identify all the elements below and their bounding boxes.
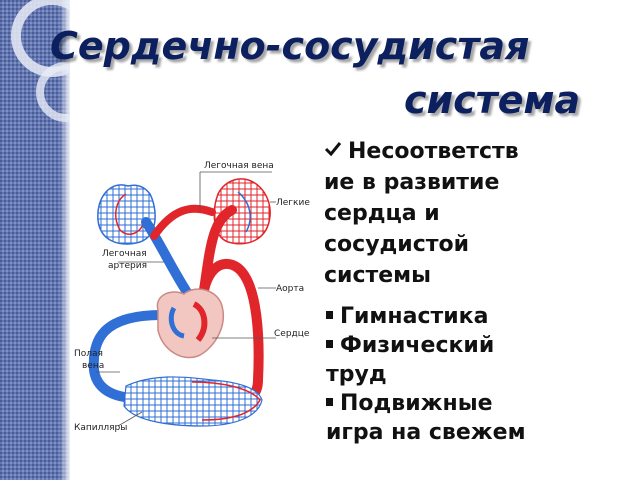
list-item: Физический — [326, 331, 626, 360]
bullet-list-activities: Гимнастика Физический труд Подвижные игр… — [326, 302, 626, 447]
label-pulmonary-artery-2: артерия — [108, 261, 147, 271]
pulmonary-vein-left — [150, 204, 216, 240]
decorative-side-band — [0, 0, 70, 480]
left-lung — [97, 184, 156, 245]
label-lungs: Легкие — [276, 198, 310, 208]
label-vena-cava-1: Полая — [74, 349, 103, 359]
label-vena-cava-2: вена — [82, 361, 104, 371]
text-line-1: Несоответств — [348, 139, 519, 164]
list-item: Гимнастика — [326, 302, 626, 331]
page-title-line-2: система — [404, 78, 581, 122]
circulatory-system-diagram: Легочная вена Легкие Легочная артерия Ао… — [74, 161, 310, 433]
capillary-bed-lower — [123, 376, 263, 427]
list-item-continuation: труд — [326, 362, 387, 387]
capillary-bed-lower-red — [191, 381, 261, 421]
right-lung — [213, 178, 271, 245]
side-band-pattern — [0, 0, 70, 480]
text-line-3: сердца и — [324, 201, 440, 226]
label-pulmonary-artery-1: Легочная — [102, 249, 147, 259]
pulmonary-artery — [141, 217, 197, 305]
decor-ring-small — [36, 62, 70, 122]
heart — [156, 288, 224, 359]
page-title-line-1: Сердечно-сосудистая — [50, 24, 530, 68]
text-line-2: ие в развитие — [324, 170, 500, 195]
list-item: Подвижные — [326, 389, 626, 418]
text-block-mismatch: Несоответств ие в развитие сердца и сосу… — [324, 136, 620, 291]
checkmark-icon — [324, 136, 344, 167]
text-line-4: сосудистой — [324, 232, 470, 257]
label-heart: Сердце — [274, 329, 310, 339]
vena-cava-loop — [88, 310, 167, 403]
label-pulmonary-vein: Легочная вена — [204, 161, 274, 171]
text-line-5: системы — [324, 263, 432, 288]
list-item-continuation: игра на свежем — [326, 420, 526, 445]
label-aorta: Аорта — [276, 284, 304, 294]
label-capillaries: Капилляры — [74, 423, 127, 433]
